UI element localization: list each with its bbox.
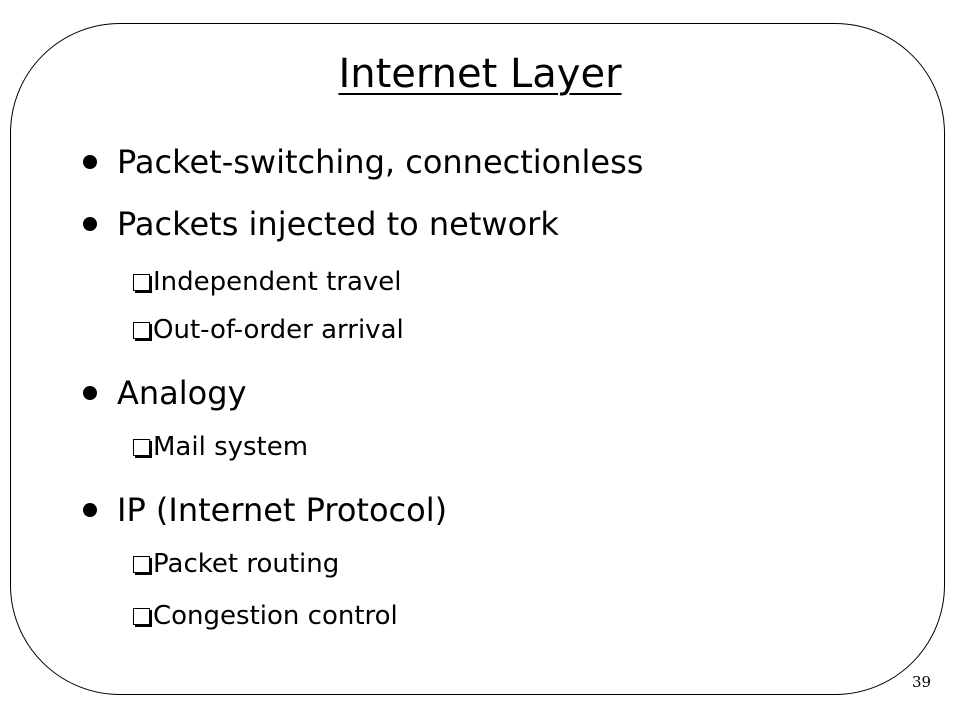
bullet-dot-icon — [83, 386, 97, 400]
sub-bullet-item: Mail system — [133, 428, 308, 466]
bullet-item: Packets injected to network — [83, 199, 559, 249]
sub-bullet-item: Out-of-order arrival — [133, 311, 404, 349]
bullet-item: Packet-switching, connectionless — [83, 137, 643, 187]
bullet-dot-icon — [83, 503, 97, 517]
sub-bullet-text: Mail system — [153, 432, 309, 462]
sub-bullet-item: Independent travel — [133, 263, 402, 301]
sub-bullet-text: Packet routing — [153, 549, 340, 579]
sub-bullet-text: Independent travel — [153, 267, 402, 297]
square-bullet-icon — [133, 438, 150, 456]
bullet-item: Analogy — [83, 368, 247, 418]
bullet-item: IP (Internet Protocol) — [83, 485, 447, 535]
bullet-dot-icon — [83, 155, 97, 169]
page-number: 39 — [912, 673, 932, 691]
bullet-text: IP (Internet Protocol) — [117, 491, 448, 529]
bullet-dot-icon — [83, 217, 97, 231]
sub-bullet-item: Packet routing — [133, 545, 339, 583]
bullet-text: Analogy — [117, 374, 247, 412]
sub-bullet-text: Out-of-order arrival — [153, 315, 404, 345]
sub-bullet-item: Congestion control — [133, 597, 398, 635]
square-bullet-icon — [133, 273, 150, 291]
square-bullet-icon — [133, 321, 150, 339]
square-bullet-icon — [133, 555, 150, 573]
bullet-text: Packets injected to network — [117, 205, 559, 243]
slide-frame — [10, 23, 945, 695]
square-bullet-icon — [133, 607, 150, 625]
bullet-text: Packet-switching, connectionless — [117, 143, 644, 181]
slide-title: Internet Layer — [338, 51, 622, 97]
sub-bullet-text: Congestion control — [153, 601, 398, 631]
